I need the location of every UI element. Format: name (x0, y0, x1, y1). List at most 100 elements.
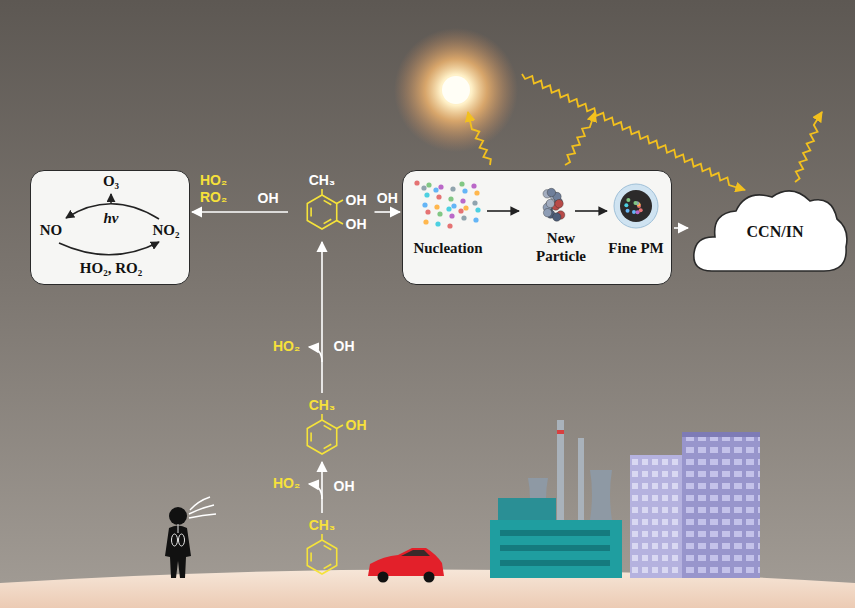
particle-inclusion (626, 209, 630, 213)
node-text: Nucleation (413, 239, 482, 257)
person-silhouette (178, 524, 179, 533)
molecule-cluster (450, 186, 455, 191)
factory (500, 545, 610, 551)
substituent-bond (321, 414, 323, 420)
reaction-cycle-box: O₃hνNONO₂HO₂, RO₂ (30, 170, 190, 285)
radical-product-label: HO₂ RO₂ (200, 172, 236, 206)
reagent-label: OH (334, 477, 355, 494)
node-text: NO₂ (153, 221, 180, 239)
factory (557, 420, 564, 520)
factory (578, 438, 584, 520)
red-car (401, 550, 430, 556)
double-bond (310, 553, 312, 562)
breath (190, 497, 210, 510)
reaction-arrow (375, 211, 401, 213)
buildings (630, 432, 760, 578)
benzene-ring (307, 540, 336, 574)
molecule-cluster (448, 196, 453, 201)
molecule-cluster (424, 192, 429, 197)
double-bond (324, 425, 332, 429)
molecule-cluster (434, 204, 439, 209)
buildings (630, 455, 690, 578)
node-text: hν (104, 209, 119, 227)
molecule-cluster (462, 188, 467, 193)
cresol-molecule: CH₃ OH (290, 395, 373, 460)
double-bond (324, 200, 332, 204)
double-bond (324, 564, 332, 568)
red-car (424, 572, 435, 583)
molecule-cluster (446, 206, 451, 211)
molecule-cluster (460, 198, 465, 203)
node-text: O₃ (103, 172, 119, 190)
buildings (682, 432, 760, 437)
breath (189, 497, 216, 518)
reaction-arrow (321, 242, 323, 393)
light-ray (795, 112, 822, 182)
new-particle (555, 199, 563, 207)
molecule-cluster (437, 211, 442, 216)
methylcatechol-molecule: CH₃OHOH (290, 170, 373, 240)
node-text: OH (346, 416, 367, 434)
process-arrow (487, 210, 519, 212)
double-bond (310, 208, 312, 217)
particle-inclusion (632, 210, 636, 214)
sun (394, 28, 518, 152)
cloud-outline (694, 191, 847, 271)
process-arrow (575, 210, 607, 212)
side-product-hook (309, 484, 322, 499)
molecule-cluster (426, 182, 431, 187)
radical-product-label: HO₂ (273, 338, 300, 355)
buildings (630, 455, 690, 578)
molecule-cluster (463, 205, 468, 210)
light-ray (468, 112, 491, 165)
person-silhouette (179, 534, 185, 546)
particle-coating (614, 184, 658, 228)
person-silhouette (165, 507, 191, 578)
factory (490, 420, 622, 578)
benzene-ring (307, 420, 336, 454)
sun-core (442, 76, 470, 104)
molecule-cluster (458, 208, 463, 213)
node-text: CCN/IN (747, 223, 804, 241)
molecule-cluster (422, 202, 427, 207)
factory (490, 520, 622, 578)
new-particle (546, 199, 554, 207)
particle-inclusion (626, 198, 630, 202)
reagent-label: OH (334, 337, 355, 354)
node-text: OH (346, 191, 367, 209)
molecule-cluster (421, 185, 426, 190)
double-bond (310, 433, 312, 442)
node-text: CH₃ (309, 396, 336, 414)
person-silhouette (169, 507, 187, 525)
node-text: New Particle (529, 229, 593, 265)
molecule-cluster (447, 223, 452, 228)
cycle-arrow (59, 242, 159, 255)
molecule-cluster (414, 180, 419, 185)
buildings (682, 432, 760, 578)
molecule-cluster (461, 215, 466, 220)
reaction-arrow (674, 227, 688, 229)
factory (500, 560, 610, 566)
molecule-cluster (475, 207, 480, 212)
molecule-cluster (451, 203, 456, 208)
fine-particle (620, 190, 652, 222)
double-bond (324, 444, 332, 448)
molecule-cluster (474, 190, 479, 195)
factory (590, 470, 612, 520)
node-text: NO (40, 221, 63, 239)
substituent-bond (321, 189, 323, 195)
molecule-cluster (449, 213, 454, 218)
particle-formation-box: NucleationNew ParticleFine PM (402, 170, 672, 285)
cloud: CCN/IN (690, 183, 850, 288)
node-text: CH₃ (309, 516, 336, 534)
red-car (378, 572, 389, 583)
molecule-cluster (473, 217, 478, 222)
molecule-cluster (425, 209, 430, 214)
molecule-cluster (435, 221, 440, 226)
reaction-arrow (321, 462, 323, 513)
factory (500, 530, 610, 536)
